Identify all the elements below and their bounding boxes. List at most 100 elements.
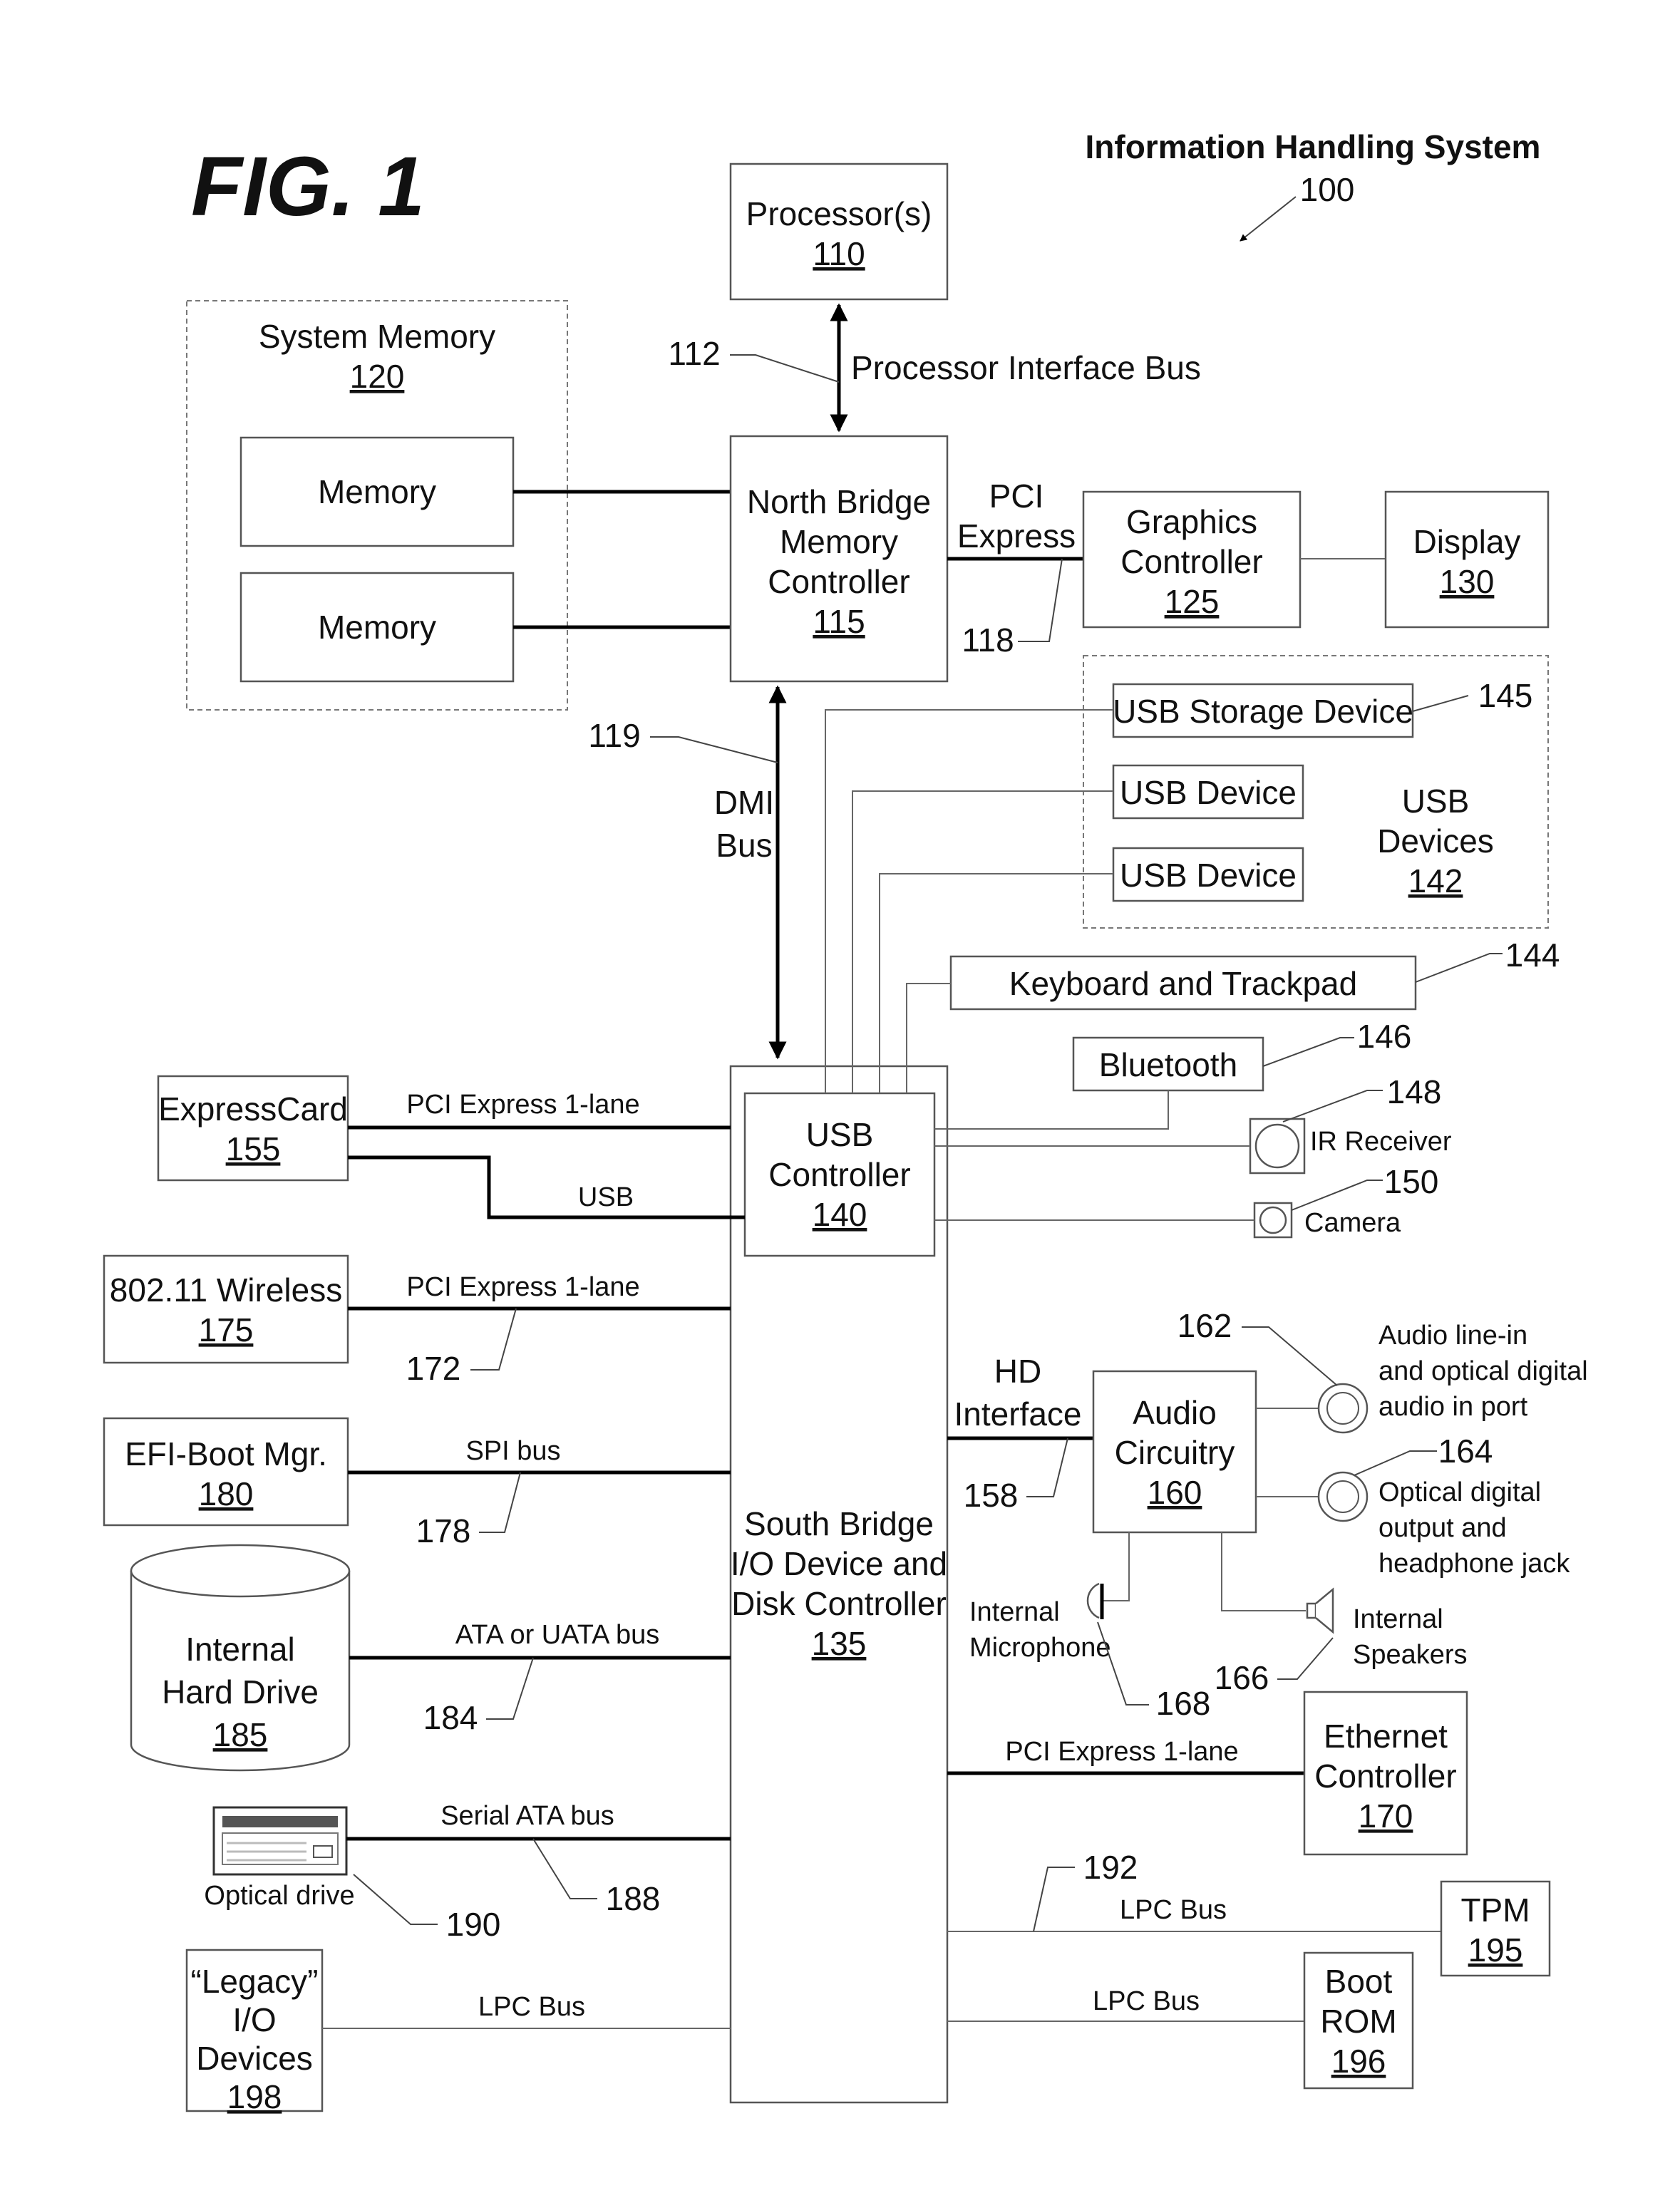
ref-146-leader xyxy=(1263,1038,1354,1066)
ethernet-ref: 170 xyxy=(1359,1797,1413,1834)
display-label: Display xyxy=(1413,523,1521,560)
system-ref-arrow xyxy=(1240,197,1296,241)
optical-out-port-inner xyxy=(1327,1481,1359,1512)
pci-express-label-1: PCI xyxy=(989,478,1044,515)
boot-rom-ref: 196 xyxy=(1331,2043,1386,2080)
ref-145-leader xyxy=(1413,696,1468,711)
serial-ata-bus-label: Serial ATA bus xyxy=(440,1801,614,1831)
ref-190-leader xyxy=(354,1874,438,1924)
tpm-ref: 195 xyxy=(1468,1931,1523,1968)
north-bridge-line3: Controller xyxy=(768,563,909,600)
lpc-bootrom-label: LPC Bus xyxy=(1093,1986,1200,2016)
ref-184: 184 xyxy=(423,1699,478,1736)
ref-146: 146 xyxy=(1357,1018,1412,1055)
expresscard-usb-bus xyxy=(348,1157,745,1217)
usb-device-b-label: USB Device xyxy=(1120,857,1297,894)
wireless-ref: 175 xyxy=(199,1311,254,1348)
audio-in-line3: audio in port xyxy=(1378,1392,1528,1422)
pci-express-label-2: Express xyxy=(957,517,1076,554)
legacy-io-line3: Devices xyxy=(196,2040,313,2077)
ref-166-leader xyxy=(1277,1638,1333,1679)
dmi-label-2: Bus xyxy=(716,827,772,864)
lpc-tpm-label: LPC Bus xyxy=(1120,1895,1227,1925)
ir-receiver-label: IR Receiver xyxy=(1310,1127,1452,1157)
ref-166: 166 xyxy=(1215,1659,1269,1696)
optical-out-line1: Optical digital xyxy=(1378,1477,1541,1507)
ref-158-leader xyxy=(1026,1438,1068,1497)
ref-119: 119 xyxy=(588,717,640,754)
expresscard-ref: 155 xyxy=(226,1130,281,1167)
expresscard-pcie-label: PCI Express 1-lane xyxy=(406,1090,639,1120)
ethernet-pcie-label: PCI Express 1-lane xyxy=(1005,1737,1238,1767)
south-bridge-ref: 135 xyxy=(812,1625,867,1662)
processor-interface-bus-label: Processor Interface Bus xyxy=(851,349,1201,386)
hd-interface-label-2: Interface xyxy=(954,1395,1082,1433)
ref-190: 190 xyxy=(446,1906,501,1943)
ref-172: 172 xyxy=(406,1350,461,1387)
ref-119-leader xyxy=(650,737,778,763)
ref-162: 162 xyxy=(1177,1307,1232,1344)
legacy-io-ref: 198 xyxy=(227,2078,282,2115)
audio-line2: Circuitry xyxy=(1115,1434,1235,1471)
speakers-line2: Speakers xyxy=(1353,1640,1468,1670)
usb-devices-ref: 142 xyxy=(1408,862,1463,899)
wireless-label: 802.11 Wireless xyxy=(110,1271,342,1309)
ethernet-line1: Ethernet xyxy=(1324,1718,1448,1755)
system-title: Information Handling System xyxy=(1086,128,1541,165)
audio-in-line2: and optical digital xyxy=(1378,1356,1588,1386)
expresscard-usb-label: USB xyxy=(578,1182,634,1212)
ref-184-leader xyxy=(486,1658,533,1719)
optical-out-line2: output and xyxy=(1378,1513,1507,1543)
usb-devices-line2: Devices xyxy=(1377,822,1494,860)
ref-192-leader xyxy=(1034,1867,1075,1931)
usb-controller-ref: 140 xyxy=(813,1196,867,1233)
legacy-io-line2: I/O xyxy=(232,2001,276,2038)
link-speakers xyxy=(1222,1532,1306,1611)
bluetooth-label: Bluetooth xyxy=(1099,1046,1237,1083)
graphics-line1: Graphics xyxy=(1126,503,1257,540)
usb-storage-label: USB Storage Device xyxy=(1113,693,1413,730)
usb-controller-line1: USB xyxy=(806,1116,874,1153)
usb-device-a-label: USB Device xyxy=(1120,774,1297,811)
south-bridge-line3: Disk Controller xyxy=(731,1585,947,1622)
processor-label: Processor(s) xyxy=(746,195,932,232)
ref-150-leader xyxy=(1292,1180,1383,1210)
link-usb-storage xyxy=(825,710,1113,1093)
figure-label: FIG. 1 xyxy=(191,140,425,234)
ref-158: 158 xyxy=(964,1477,1019,1514)
microphone-line2: Microphone xyxy=(969,1633,1111,1663)
ref-188-leader xyxy=(533,1839,597,1899)
ethernet-line2: Controller xyxy=(1314,1758,1456,1795)
ref-112-leader xyxy=(730,355,839,382)
north-bridge-line2: Memory xyxy=(780,523,898,560)
graphics-line2: Controller xyxy=(1120,543,1262,580)
audio-in-port-inner xyxy=(1327,1393,1359,1424)
graphics-ref: 125 xyxy=(1165,583,1220,620)
efi-boot-ref: 180 xyxy=(199,1475,254,1512)
ref-192: 192 xyxy=(1083,1849,1138,1886)
legacy-io-line1: “Legacy” xyxy=(191,1963,319,2000)
ref-144-leader xyxy=(1416,954,1503,982)
microphone-line1: Internal xyxy=(969,1597,1060,1627)
microphone-icon xyxy=(1088,1584,1099,1618)
speakers-line1: Internal xyxy=(1353,1604,1443,1634)
speaker-icon-body xyxy=(1307,1604,1316,1618)
audio-ref: 160 xyxy=(1148,1474,1202,1511)
ref-148: 148 xyxy=(1387,1073,1442,1110)
memory-a-label: Memory xyxy=(318,473,436,510)
dmi-label-1: DMI xyxy=(714,784,774,821)
hard-drive-line1: Internal xyxy=(185,1631,294,1668)
north-bridge-ref: 115 xyxy=(813,603,865,640)
ref-118: 118 xyxy=(962,621,1014,659)
system-memory-ref: 120 xyxy=(350,358,405,395)
optical-drive-label: Optical drive xyxy=(204,1881,354,1911)
ref-168: 168 xyxy=(1156,1685,1211,1722)
efi-boot-label: EFI-Boot Mgr. xyxy=(125,1435,327,1472)
hard-drive-top xyxy=(131,1545,349,1596)
ref-188: 188 xyxy=(606,1880,661,1917)
link-bluetooth xyxy=(934,1090,1168,1129)
lpc-legacy-label: LPC Bus xyxy=(478,1992,585,2022)
optical-drive-icon xyxy=(214,1807,346,1874)
ref-164-leader xyxy=(1354,1451,1437,1475)
